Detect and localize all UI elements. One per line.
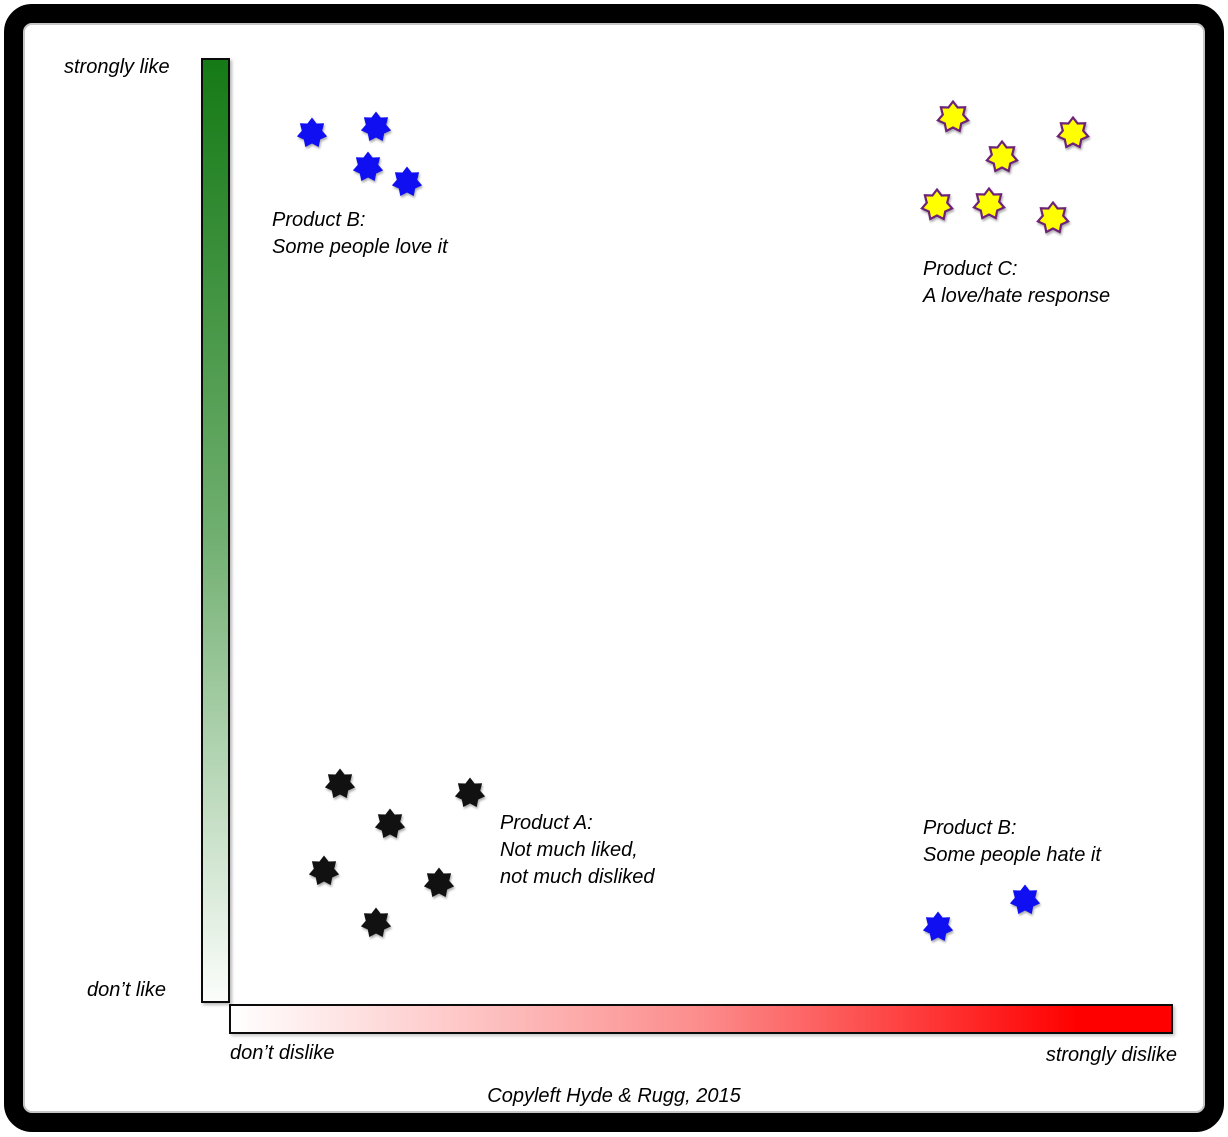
cluster-label-product-b-hated: Product B: Some people hate it <box>923 817 1101 866</box>
x-axis-right-label: strongly dislike <box>1045 1044 1177 1066</box>
figure-border-frame <box>4 4 1224 1132</box>
y-axis-bottom-label: don’t like <box>87 979 166 1001</box>
x-axis-bar <box>229 1004 1173 1034</box>
figure-caption: Copyleft Hyde & Rugg, 2015 <box>487 1085 741 1107</box>
x-axis-left-label: don’t dislike <box>230 1042 335 1064</box>
cluster-label-product-b-loved: Product B: Some people love it <box>272 209 448 258</box>
y-axis-top-label: strongly like <box>64 56 170 78</box>
cluster-label-product-c: Product C: A love/hate response <box>923 258 1111 307</box>
y-axis-bar <box>201 58 230 1003</box>
cluster-label-product-a: Product A: Not much liked, not much disl… <box>500 812 655 888</box>
